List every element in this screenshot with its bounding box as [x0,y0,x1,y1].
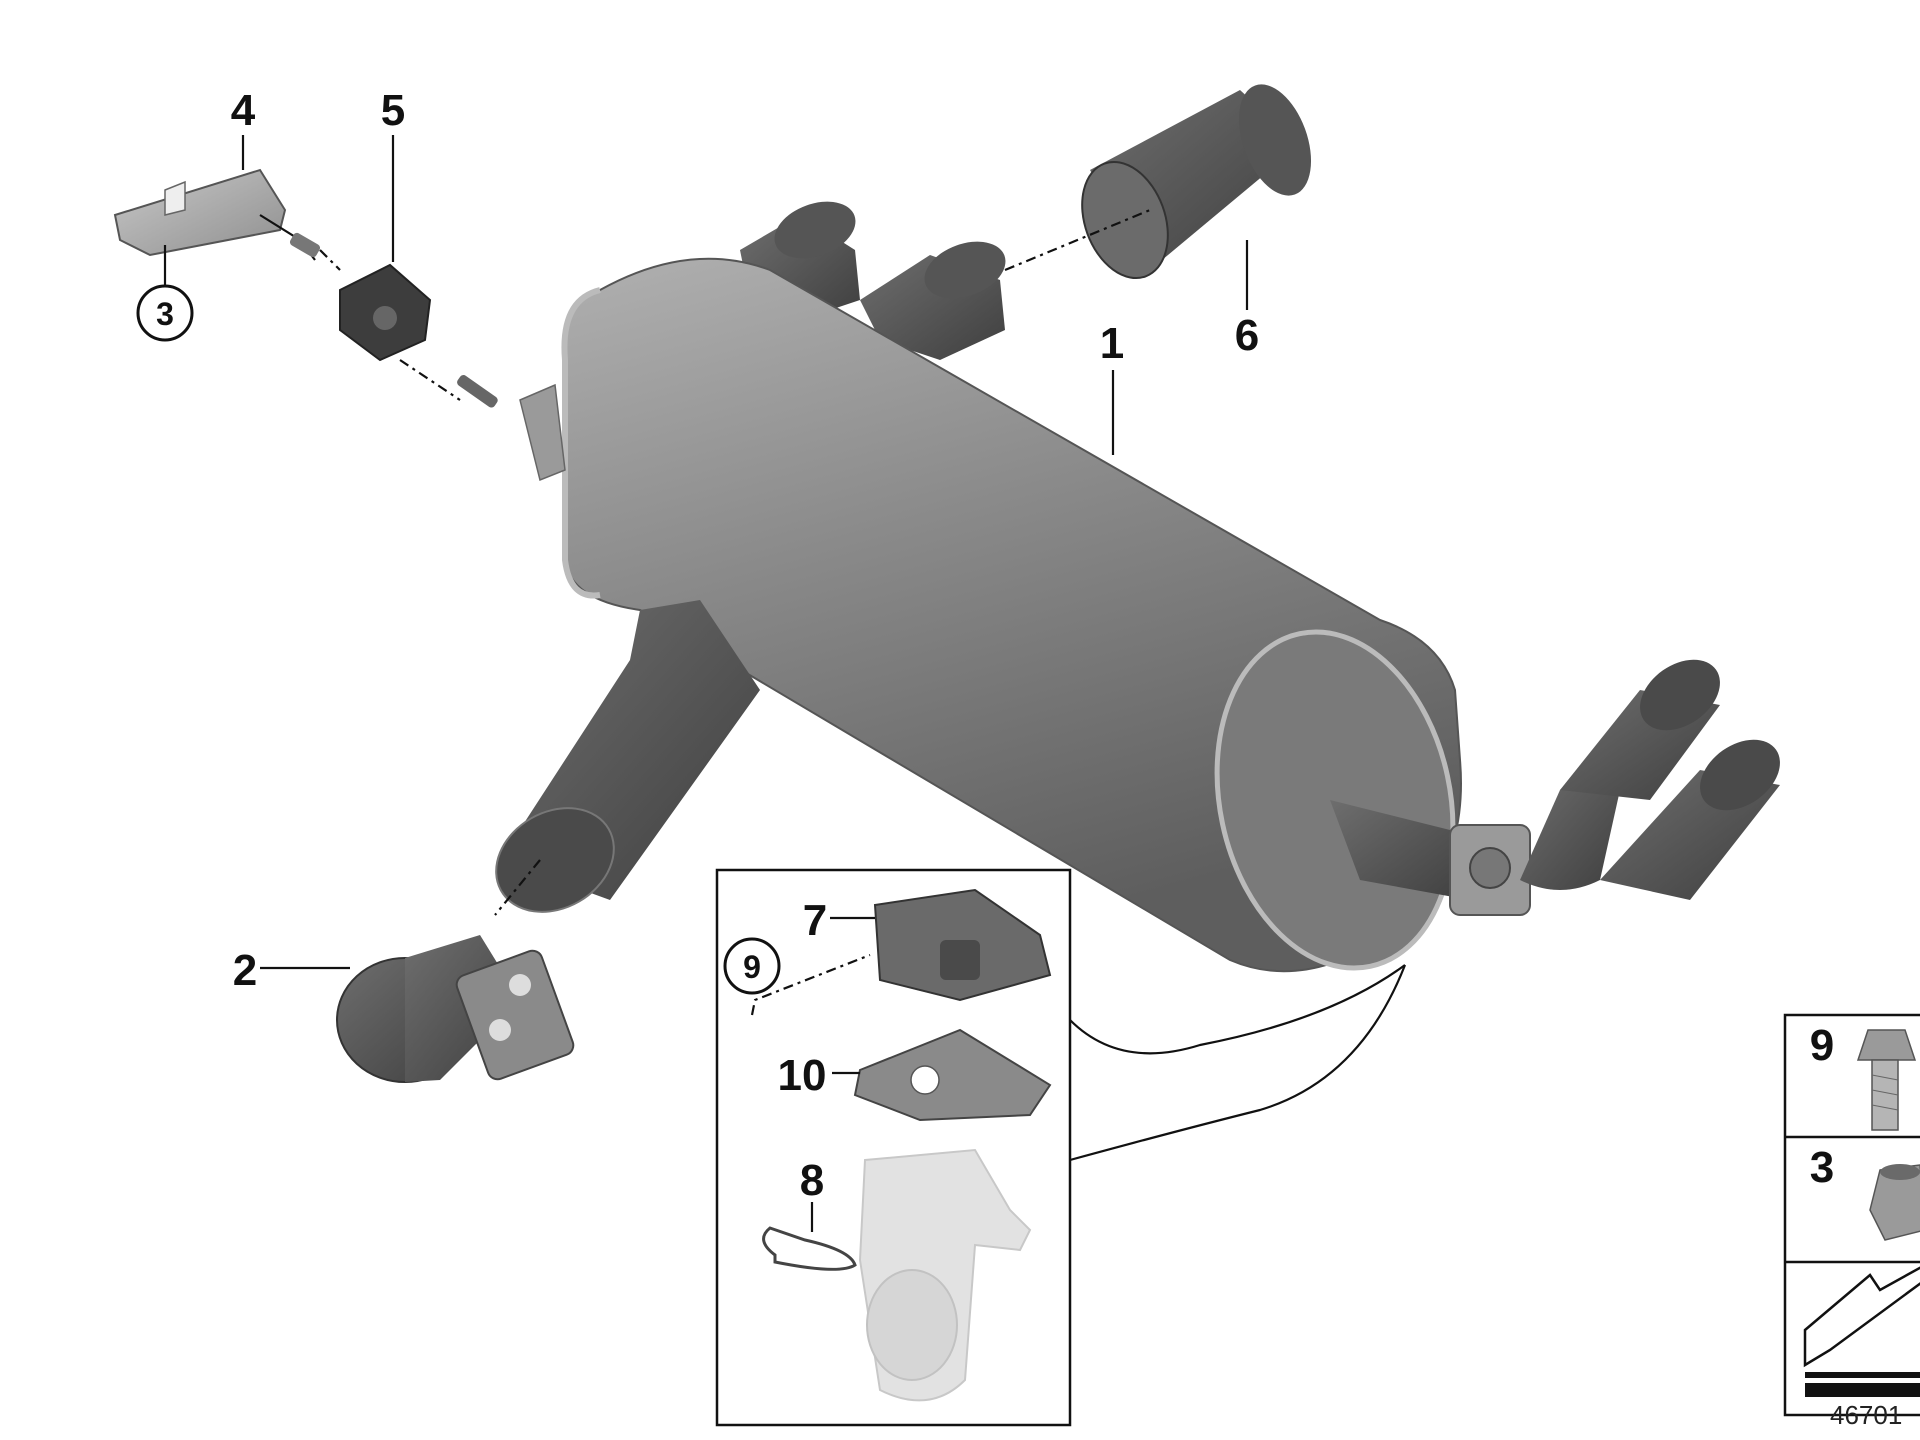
direction-arrow-icon [1803,1266,1920,1397]
spring-clip [762,1226,857,1271]
callout-part-6: 6 [1235,311,1259,360]
reference-number: 46701 [1830,1400,1902,1430]
flap-valve-ghost [858,1148,1032,1402]
rubber-mount [339,263,498,408]
rear-muffler [495,201,1780,973]
circled-callout-3-ring [136,284,194,342]
legend-label-nut: 3 [1810,1143,1834,1192]
callout-part-2: 2 [233,946,257,995]
hex-nut-icon [1869,1164,1920,1241]
flap-actuator-detail-box [715,868,1407,1427]
callout-part-8: 8 [800,1156,824,1205]
actuator-gasket [853,1028,1052,1122]
callout-part-10: 10 [778,1051,827,1100]
flap-actuator [873,888,1052,1002]
fastener-legend [1783,1013,1920,1417]
callout-part-1: 1 [1100,319,1124,368]
circled-callout-3: 3 [156,296,174,332]
exhaust-flap-and-tailpipes [1330,659,1780,916]
hex-bolt-icon [1856,1029,1917,1131]
muffler-bracket [519,383,566,482]
callout-part-5: 5 [381,86,405,135]
tailpipe-trim [1081,84,1312,280]
callouts: 1 2 4 5 6 7 8 10 3 9 9 3 46701 [136,86,1902,1430]
pipe-clamp [336,935,575,1083]
mounting-bracket [113,168,321,261]
callout-part-4: 4 [231,86,256,135]
inlet-opening [495,807,615,913]
legend-label-bolt: 9 [1810,1021,1834,1070]
leader-lines [163,135,1249,1232]
callout-part-7: 7 [803,896,827,945]
circled-callout-9: 9 [743,949,761,985]
circled-callout-9-ring [723,937,781,995]
